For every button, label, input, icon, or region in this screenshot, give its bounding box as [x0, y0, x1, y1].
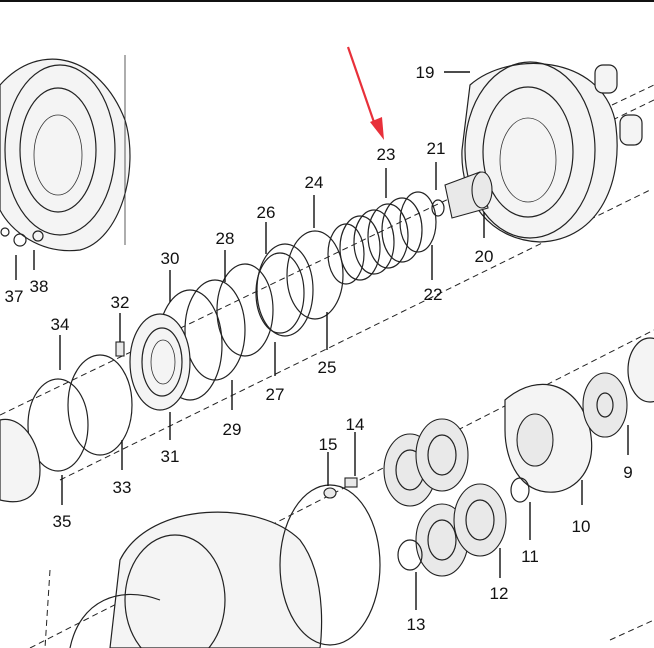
callout-27: 27 [266, 385, 285, 404]
callout-37: 37 [5, 287, 24, 306]
leader-lines [15, 71, 629, 610]
small-parts [0, 227, 44, 247]
callout-10: 10 [572, 517, 591, 536]
callout-23: 23 [377, 145, 396, 164]
callout-25: 25 [318, 358, 337, 377]
callout-30: 30 [161, 249, 180, 268]
callout-29: 29 [223, 420, 242, 439]
callout-15: 15 [319, 435, 338, 454]
callout-24: 24 [305, 173, 324, 192]
callout-14: 14 [346, 415, 365, 434]
callout-19: 19 [416, 63, 435, 82]
callout-13: 13 [407, 615, 426, 634]
washers [323, 477, 530, 571]
callout-34: 34 [51, 315, 70, 334]
callout-22: 22 [424, 285, 443, 304]
planet-carrier [504, 337, 654, 493]
callout-32: 32 [111, 293, 130, 312]
bottom-housing [69, 484, 381, 648]
callout-35: 35 [53, 512, 72, 531]
callout-28: 28 [216, 229, 235, 248]
callout-33: 33 [113, 478, 132, 497]
bearing-part [129, 313, 191, 411]
red-arrow [346, 46, 384, 140]
left-housing [0, 55, 131, 252]
callout-labels: 9 10 11 12 13 14 15 19 20 21 22 23 24 25… [5, 63, 633, 634]
callout-11: 11 [521, 547, 539, 566]
disc-pack [327, 191, 445, 285]
callout-21: 21 [427, 139, 446, 158]
pin-part [115, 341, 125, 357]
callout-38: 38 [30, 277, 49, 296]
right-housing [461, 61, 654, 243]
planet-gears [383, 418, 507, 577]
left-rings [0, 354, 133, 503]
callout-12: 12 [490, 584, 509, 603]
callout-20: 20 [475, 247, 494, 266]
callout-9: 9 [623, 463, 632, 482]
callout-26: 26 [257, 203, 276, 222]
callout-31: 31 [161, 447, 180, 466]
shaft-part [444, 171, 493, 219]
